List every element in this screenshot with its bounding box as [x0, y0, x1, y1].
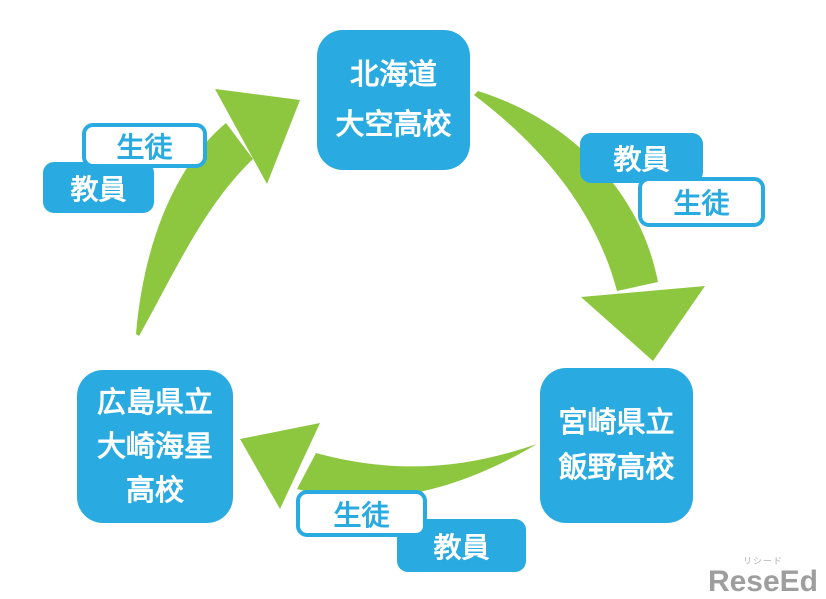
node-label-line: 北海道 — [349, 59, 437, 91]
tag-student-right: 生徒 — [638, 177, 765, 227]
tag-teacher-left: 教員 — [43, 162, 154, 213]
watermark-logo: ReseEd — [707, 565, 818, 598]
arrow-miyazaki-to-hiroshima-icon — [240, 423, 537, 509]
node-label-line: 大空高校 — [335, 109, 452, 141]
arrow-hiroshima-to-hokkaido-icon — [136, 89, 300, 336]
watermark-furigana: リシード — [742, 556, 783, 566]
node-label-line: 広島県立 — [96, 386, 213, 419]
tag-teacher-right: 教員 — [580, 133, 703, 183]
node-hokkaido-oozora: 北海道 大空高校 — [317, 30, 470, 170]
reseed-watermark: リシード ReseEd — [708, 557, 818, 597]
node-label-line: 宮崎県立 — [558, 406, 675, 439]
node-label-line: 飯野高校 — [558, 451, 675, 484]
arrow-hokkaido-to-miyazaki-icon — [474, 91, 705, 361]
node-miyazaki-iino: 宮崎県立 飯野高校 — [540, 368, 693, 523]
node-label-line: 高校 — [125, 474, 184, 507]
node-hiroshima-osaki-kaisei: 広島県立 大崎海星 高校 — [77, 370, 233, 523]
node-label-line: 大崎海星 — [96, 430, 213, 463]
tag-student-bottom: 生徒 — [296, 490, 427, 537]
tag-student-left: 生徒 — [82, 123, 207, 168]
